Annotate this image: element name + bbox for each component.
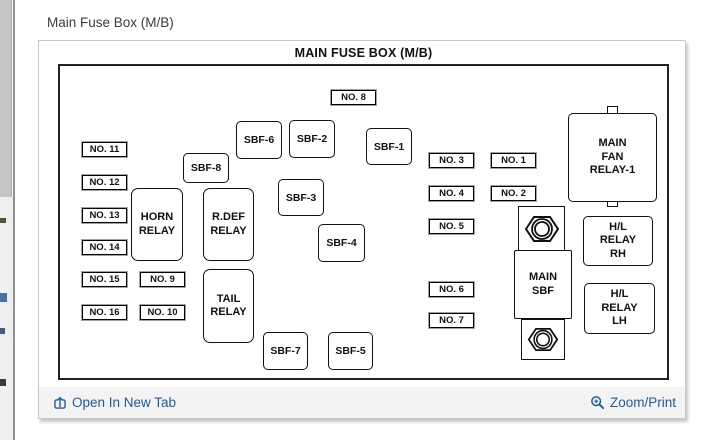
clipped-text-fragment [0, 379, 6, 386]
fuse-no-15: NO. 15 [82, 272, 127, 287]
rdef-relay: R.DEF RELAY [203, 188, 254, 261]
zoom-print-link[interactable]: Zoom/Print [590, 387, 676, 418]
main-sbf: MAIN SBF [514, 250, 572, 319]
fuse-sbf-3: SBF-3 [278, 179, 324, 216]
main-sbf-bottom-nut [521, 319, 565, 360]
fuse-no-16: NO. 16 [82, 305, 127, 320]
zoom-magnifier-icon [591, 396, 605, 410]
fuse-no-4: NO. 4 [429, 186, 474, 201]
clipped-link-fragment [0, 293, 7, 302]
hex-nut-icon [527, 327, 559, 352]
diagram-title: MAIN FUSE BOX (M/B) [294, 46, 433, 60]
dialog-left-edge [13, 0, 15, 440]
open-in-new-tab-label: Open In New Tab [72, 395, 177, 410]
hex-nut-icon [524, 215, 559, 242]
hl-relay-rh: H/L RELAY RH [583, 216, 653, 266]
fuse-no-10: NO. 10 [140, 305, 185, 320]
main-sbf-top-nut [518, 206, 565, 251]
fuse-no-9: NO. 9 [140, 272, 185, 287]
fuse-diagram-image: MAIN FUSE BOX (M/B) NO. 11 NO. 12 NO. 13… [39, 41, 685, 387]
fuse-sbf-7: SBF-7 [263, 332, 308, 370]
clipped-text-fragment [0, 218, 6, 223]
hl-relay-lh: H/L RELAY LH [584, 283, 655, 334]
fuse-diagram-panel: MAIN FUSE BOX (M/B) NO. 11 NO. 12 NO. 13… [38, 40, 686, 419]
vertical-scrollbar-track[interactable] [0, 197, 13, 440]
fuse-sbf-4: SBF-4 [318, 224, 365, 262]
zoom-print-label: Zoom/Print [609, 395, 676, 410]
clipped-link-fragment [0, 328, 5, 334]
fuse-no-1: NO. 1 [491, 153, 536, 168]
fuse-no-6: NO. 6 [429, 282, 474, 297]
tail-relay: TAIL RELAY [203, 269, 254, 343]
fuse-no-7: NO. 7 [429, 313, 474, 328]
fuse-sbf-8: SBF-8 [183, 153, 229, 183]
fuse-no-14: NO. 14 [82, 240, 127, 255]
main-fan-relay-1: MAIN FAN RELAY-1 [568, 113, 657, 202]
fuse-no-2: NO. 2 [491, 186, 536, 201]
fuse-sbf-5: SBF-5 [328, 332, 373, 370]
vertical-scrollbar-thumb[interactable] [0, 0, 12, 197]
fuse-no-3: NO. 3 [429, 153, 474, 168]
fuse-sbf-2: SBF-2 [289, 120, 335, 158]
open-in-new-tab-link[interactable]: Open In New Tab [53, 387, 176, 418]
fuse-no-5: NO. 5 [429, 219, 474, 234]
fuse-no-8: NO. 8 [331, 90, 376, 105]
fuse-no-13: NO. 13 [82, 208, 127, 223]
page-title: Main Fuse Box (M/B) [47, 15, 174, 30]
panel-footer: Open In New Tab Zoom/Print [39, 387, 685, 418]
fuse-no-11: NO. 11 [82, 142, 127, 157]
fuse-no-12: NO. 12 [82, 175, 127, 190]
open-in-new-tab-icon [54, 396, 66, 409]
fuse-sbf-6: SBF-6 [236, 121, 282, 159]
horn-relay: HORN RELAY [131, 188, 183, 261]
fuse-sbf-1: SBF-1 [366, 128, 412, 165]
